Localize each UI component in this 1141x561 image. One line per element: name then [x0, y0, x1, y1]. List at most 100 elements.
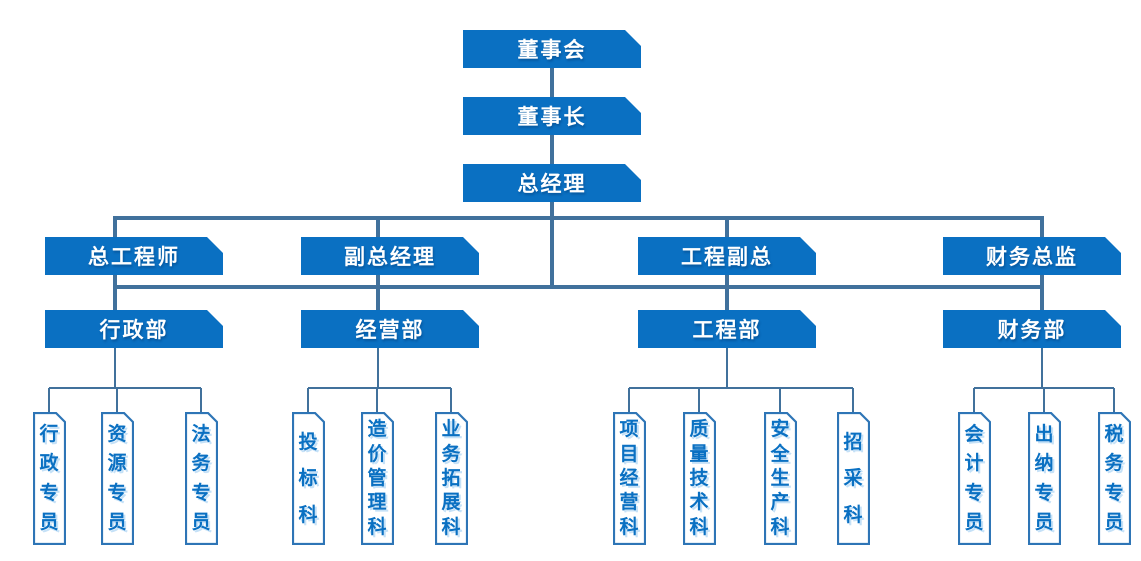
label-char: 务	[441, 443, 461, 465]
label-char: 员	[191, 511, 211, 533]
org-node-label: 会计专员	[958, 415, 991, 542]
org-node-quality-technology-section: 质量技术科	[682, 412, 716, 545]
org-node-label: 经营部	[355, 319, 425, 342]
org-node-label: 董事会	[517, 39, 587, 62]
org-node-engineering-vp: 工程副总	[638, 237, 816, 275]
label-char: 专	[191, 482, 211, 504]
leaf-box-outline	[1097, 412, 1131, 545]
connector-line	[973, 388, 975, 413]
label-char: 员	[1104, 511, 1124, 533]
connector-line	[1113, 388, 1115, 413]
org-node-bidding-section: 投标科	[291, 412, 325, 545]
connector-line	[48, 388, 50, 413]
org-node-project-operation-section: 项目经营科	[612, 412, 646, 545]
connector-line	[779, 388, 781, 413]
label-char: 目	[619, 443, 639, 465]
org-node-engineering-dept: 工程部	[638, 310, 816, 348]
label-char: 营	[619, 492, 639, 514]
label-char: 全	[770, 443, 790, 465]
connector-line	[629, 387, 853, 389]
label-char: 管	[367, 467, 387, 489]
connector-line	[376, 388, 378, 413]
label-char: 员	[39, 511, 59, 533]
label-char: 采	[843, 468, 863, 489]
label-char: 标	[298, 468, 318, 489]
connector-line	[308, 387, 451, 389]
leaf-box-outline	[434, 412, 468, 545]
org-node-tax-specialist: 税务专员	[1097, 412, 1131, 545]
connector-line	[114, 348, 116, 389]
label-char: 理	[367, 492, 387, 514]
connector-line	[49, 387, 201, 389]
label-char: 投	[298, 431, 318, 453]
label-char: 源	[107, 453, 127, 475]
label-char: 专	[39, 482, 59, 504]
label-char: 量	[689, 443, 709, 465]
leaf-box-outline	[291, 412, 325, 545]
label-char: 专	[107, 482, 127, 504]
leaf-box-outline	[836, 412, 870, 545]
label-char: 税	[1104, 424, 1124, 446]
label-char: 科	[619, 516, 639, 538]
label-char: 生	[770, 467, 790, 489]
connector-line	[628, 388, 630, 413]
org-node-general-manager: 总经理	[463, 164, 641, 202]
connector-line	[550, 135, 554, 164]
connector-line	[450, 388, 452, 413]
org-node-label: 副总经理	[344, 246, 436, 269]
label-char: 安	[770, 419, 790, 441]
connector-line	[726, 348, 728, 389]
org-node-label: 财务总监	[986, 246, 1078, 269]
label-char: 行	[39, 424, 59, 446]
org-node-label: 出纳专员	[1028, 415, 1061, 542]
org-node-label: 行政专员	[33, 415, 66, 542]
org-node-label: 财务部	[997, 319, 1067, 342]
connector-line	[113, 216, 1044, 220]
org-node-cashier-specialist: 出纳专员	[1027, 412, 1061, 545]
org-node-chief-engineer: 总工程师	[45, 237, 223, 275]
org-node-label: 安全生产科	[764, 415, 797, 542]
connector-line	[698, 388, 700, 413]
label-char: 员	[1034, 511, 1054, 533]
org-node-label: 行政部	[99, 319, 169, 342]
leaf-box-outline	[612, 412, 646, 545]
org-node-label: 税务专员	[1098, 415, 1131, 542]
label-char: 科	[843, 504, 863, 526]
org-node-label: 总工程师	[88, 246, 180, 269]
label-char: 科	[298, 504, 318, 526]
label-char: 专	[964, 482, 984, 504]
org-node-admin-specialist: 行政专员	[32, 412, 66, 545]
leaf-box-outline	[360, 412, 394, 545]
label-char: 造	[367, 419, 387, 441]
org-node-deputy-general-manager: 副总经理	[301, 237, 479, 275]
label-char: 价	[367, 443, 387, 465]
connector-line	[1043, 388, 1045, 413]
leaf-box-outline	[957, 412, 991, 545]
org-node-board: 董事会	[463, 30, 641, 68]
connector-line	[200, 388, 202, 413]
leaf-box-outline	[682, 412, 716, 545]
org-node-label: 法务专员	[185, 415, 218, 542]
org-node-label: 工程副总	[681, 246, 773, 269]
label-char: 员	[107, 511, 127, 533]
label-char: 科	[770, 516, 790, 538]
label-char: 专	[1034, 482, 1054, 504]
label-char: 招	[843, 431, 863, 453]
label-char: 员	[964, 511, 984, 533]
label-char: 业	[441, 419, 461, 441]
leaf-box-outline	[184, 412, 218, 545]
org-node-resource-specialist: 资源专员	[100, 412, 134, 545]
label-char: 政	[39, 453, 59, 475]
org-node-safety-production-section: 安全生产科	[763, 412, 797, 545]
leaf-box-outline	[100, 412, 134, 545]
label-char: 资	[107, 424, 127, 446]
label-char: 务	[191, 453, 211, 475]
label-char: 纳	[1034, 453, 1054, 475]
label-char: 科	[441, 516, 461, 538]
connector-line	[307, 388, 309, 413]
label-char: 产	[770, 492, 790, 514]
org-node-label: 项目经营科	[613, 415, 646, 542]
org-node-label: 总经理	[517, 173, 587, 196]
leaf-box-outline	[763, 412, 797, 545]
label-char: 经	[619, 467, 639, 489]
